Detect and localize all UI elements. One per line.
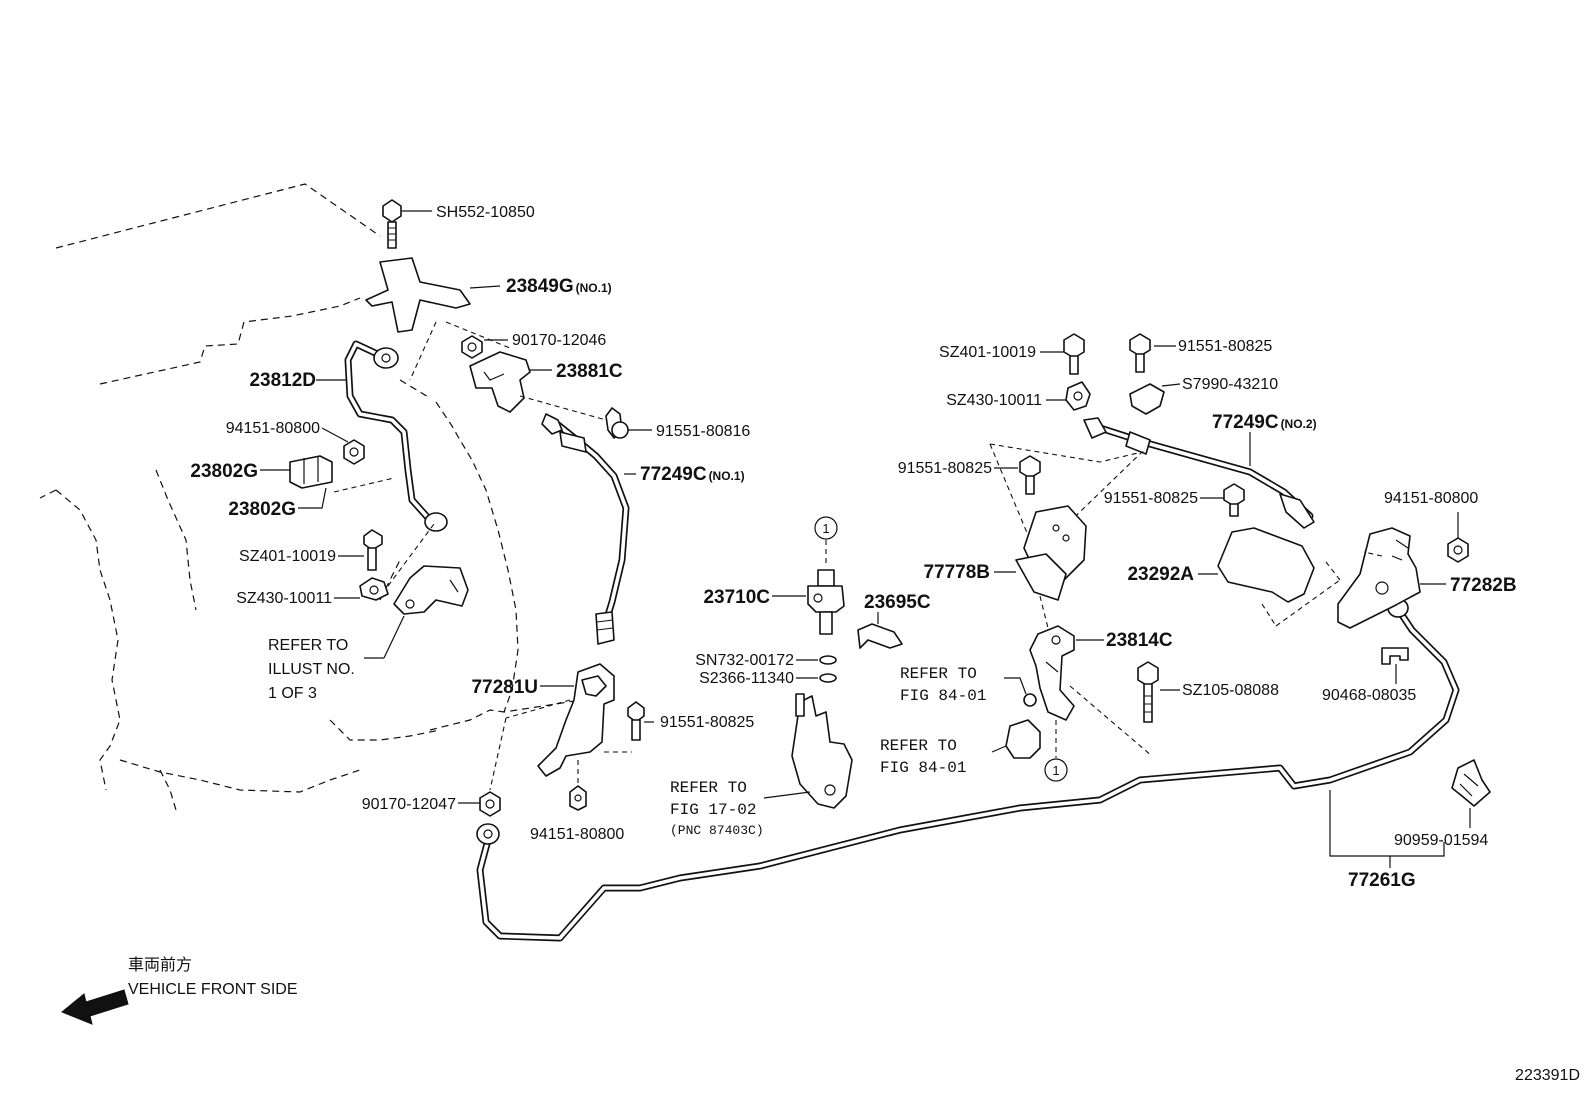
ref-illust-line-1: REFER TO (268, 637, 348, 654)
ref-fig84a-line-1: REFER TO (900, 665, 977, 683)
part-label-90959-01594: 90959-01594 (1394, 832, 1488, 849)
marker-1-lower (1044, 758, 1068, 782)
orings (796, 655, 837, 683)
clip-90959 (1451, 759, 1491, 828)
housing-ref-fig17 (763, 693, 853, 809)
part-label-90170-12047: 90170-12047 (362, 796, 456, 813)
part-label-77249c-no2: 77249C(NO.2) (1212, 412, 1317, 433)
part-label-23814c: 23814C (1106, 630, 1173, 651)
bolt-91551-b (994, 455, 1041, 495)
part-label-91551-80825-d: 91551-80825 (660, 714, 754, 731)
bracket-23292a (1198, 527, 1341, 627)
clip-23695c (857, 612, 903, 649)
part-label-77261g: 77261G (1348, 870, 1416, 891)
part-label-94151-80800-b: 94151-80800 (1384, 490, 1478, 507)
nut-90170-12046 (461, 335, 508, 359)
part-label-94151-80800-a: 94151-80800 (226, 420, 320, 437)
part-label-sz430-10011-b: SZ430-10011 (946, 392, 1042, 409)
washer-sz430-a (334, 523, 435, 601)
ref-illust-line-3: 1 OF 3 (268, 685, 317, 702)
part-label-suffix-23849g: (NO.1) (576, 281, 612, 295)
bracket-23849g (365, 257, 511, 381)
ref-fig84a-line-2: FIG 84-01 (900, 687, 986, 705)
marker-1-lower-label: 1 (1052, 763, 1059, 778)
bracket-77778b (989, 443, 1144, 601)
nut-94151-b (1447, 512, 1469, 563)
part-label-23802g-b: 23802G (228, 499, 296, 520)
part-label-91551-80816: 91551-80816 (656, 423, 750, 440)
ref-fig84b-line-1: REFER TO (880, 737, 957, 755)
part-label-s7990-43210: S7990-43210 (1182, 376, 1278, 393)
bracket-23881c (469, 351, 607, 421)
bracket-ref-illust (364, 565, 469, 659)
part-label-23881c: 23881C (556, 361, 623, 382)
tube-77261g (476, 598, 1460, 942)
bolt-91551-d (627, 701, 654, 741)
clamp-s7990 (1129, 383, 1181, 415)
bolt-91551-80816 (605, 407, 652, 439)
bolt-91551-c (1200, 483, 1245, 517)
part-label-77282b: 77282B (1450, 575, 1517, 596)
clamp-23802g (260, 455, 395, 509)
part-label-77778b: 77778B (923, 562, 990, 583)
part-labels: SH552-10850 23849G(NO.1) 90170-12046 23881C… (190, 204, 1516, 891)
direction-jp: 車両前方 (128, 956, 192, 974)
part-label-23849g: 23849G(NO.1) (506, 276, 612, 297)
sensor-23812d (316, 340, 448, 532)
bolt-sz105 (1137, 661, 1180, 723)
marker-1-upper-label: 1 (822, 521, 829, 536)
bracket-77282b (1337, 527, 1446, 629)
ref-fig17-line-3: (PNC 87403C) (670, 823, 764, 838)
ref-fig84b-line-2: FIG 84-01 (880, 759, 966, 777)
part-label-77281u: 77281U (471, 677, 538, 698)
engine-outline (39, 183, 581, 811)
part-label-23812d: 23812D (249, 370, 316, 391)
ref-illust-line-2: ILLUST NO. (268, 661, 355, 678)
clip-90468 (1381, 647, 1409, 684)
part-label-sz401-10019-b: SZ401-10019 (939, 344, 1036, 361)
nut-90170-12047 (458, 791, 501, 817)
part-label-23802g-a: 23802G (190, 461, 258, 482)
part-label-sz105-08088: SZ105-08088 (1182, 682, 1279, 699)
ref-fig84-parts (991, 677, 1041, 759)
part-label-s2366-11340: S2366-11340 (699, 670, 794, 687)
part-label-91551-80825-c: 91551-80825 (1104, 490, 1198, 507)
diagram-id: 223391D (1515, 1067, 1580, 1084)
part-label-77249c-no1: 77249C(NO.1) (640, 464, 745, 485)
part-label-90170-12046: 90170-12046 (512, 332, 606, 349)
bracket-23814c (1029, 595, 1153, 758)
part-label-sz430-10011-a: SZ430-10011 (236, 590, 332, 607)
pump-23710c (772, 569, 845, 635)
nut-94151-a (321, 427, 365, 465)
marker-1-upper (814, 516, 838, 566)
nut-94151-c (569, 785, 587, 811)
hose-77249c-no1 (541, 413, 636, 645)
part-label-sh552-10850: SH552-10850 (436, 204, 535, 221)
bolt-sh552 (382, 199, 432, 249)
part-label-91551-80825-b: 91551-80825 (898, 460, 992, 477)
ref-fig17-line-1: REFER TO (670, 779, 747, 797)
part-label-23710c: 23710C (703, 587, 770, 608)
bolt-91551-a (1129, 333, 1176, 373)
part-label-sn732-00172: SN732-00172 (695, 652, 794, 669)
bolt-sz401-b (1040, 333, 1085, 375)
washer-sz430-b (1046, 381, 1091, 411)
part-label-sz401-10019-a: SZ401-10019 (239, 548, 336, 565)
direction-en: VEHICLE FRONT SIDE (128, 981, 298, 998)
part-label-suffix-77249c-no1: (NO.1) (709, 469, 745, 483)
part-label-94151-80800-c: 94151-80800 (530, 826, 624, 843)
bolt-sz401-a (338, 529, 383, 571)
hose-77249c-no2 (1083, 417, 1315, 529)
part-label-23695c: 23695C (864, 592, 931, 613)
part-label-23292a: 23292A (1127, 564, 1194, 585)
ref-fig17-line-2: FIG 17-02 (670, 801, 756, 819)
part-label-suffix-77249c-no2: (NO.2) (1281, 417, 1317, 431)
bracket-77281u (489, 663, 632, 791)
part-label-90468-08035: 90468-08035 (1322, 687, 1416, 704)
vehicle-front-arrow-icon (61, 989, 129, 1025)
part-label-91551-80825-a: 91551-80825 (1178, 338, 1272, 355)
